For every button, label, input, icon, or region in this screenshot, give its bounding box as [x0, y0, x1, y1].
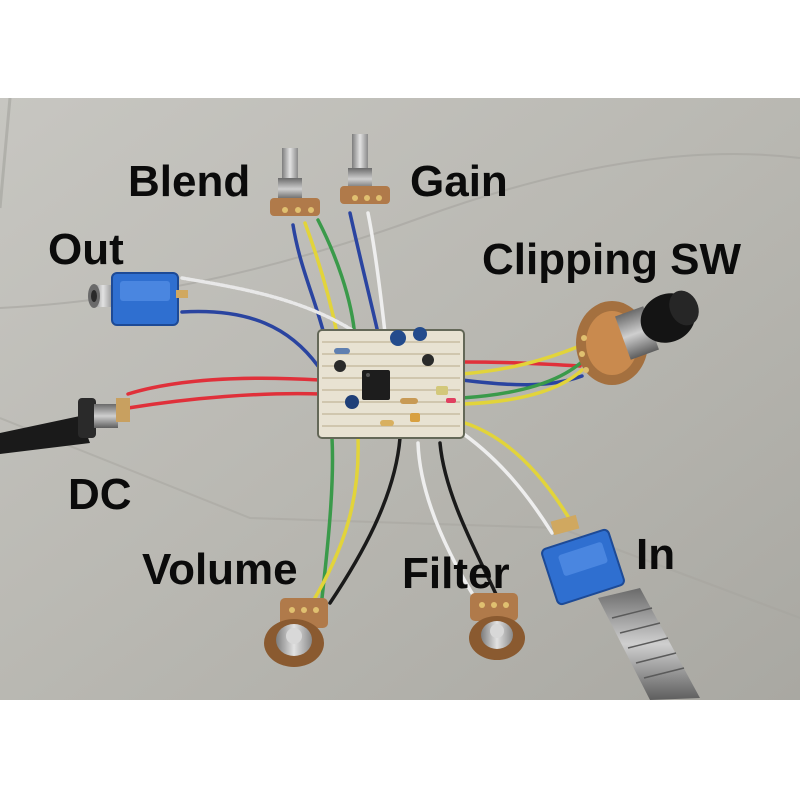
label-in: In [636, 530, 676, 579]
label-blend: Blend [128, 157, 251, 206]
pedal-wiring-photo [0, 98, 800, 700]
wire-yellow [310, 436, 360, 605]
wire-green [316, 218, 357, 340]
wire-blue [180, 309, 320, 368]
label-volume: Volume [142, 545, 298, 594]
blend-pot [270, 148, 320, 216]
wire-white [453, 426, 554, 535]
wire-green [320, 436, 335, 600]
capacitor [345, 395, 359, 409]
capacitor [436, 386, 448, 395]
wire-black [328, 436, 402, 605]
resistor [334, 348, 350, 354]
capacitor [334, 360, 346, 372]
wire-white [416, 441, 480, 605]
dc-jack [0, 398, 130, 454]
volume-pot [264, 598, 328, 667]
wire-red [126, 376, 322, 396]
label-dc: DC [68, 470, 132, 519]
label-gain: Gain [410, 157, 508, 206]
wire-white [180, 276, 354, 332]
label-filter: Filter [402, 549, 510, 598]
wire-blue [291, 223, 327, 340]
stripboard-circuit [317, 327, 465, 439]
capacitor [410, 413, 420, 422]
wire-red [126, 391, 324, 410]
capacitor [390, 330, 406, 346]
clipping-rotary-switch [576, 290, 699, 385]
label-clipping-sw: Clipping SW [482, 235, 742, 284]
wire-green [460, 358, 586, 400]
opamp-chip [362, 370, 390, 400]
wire-yellow [303, 221, 340, 340]
gain-pot [340, 134, 390, 204]
resistor [400, 398, 418, 404]
output-jack [88, 272, 188, 326]
wire-yellow [460, 344, 582, 376]
wire-white [366, 211, 387, 335]
input-jack [541, 514, 700, 700]
filter-pot [469, 593, 525, 660]
capacitor [413, 327, 427, 341]
surface-crack [0, 98, 12, 209]
diode [446, 398, 456, 403]
wire-yellow [460, 368, 584, 406]
capacitor [422, 354, 434, 366]
resistor [380, 420, 394, 426]
label-out: Out [48, 225, 124, 274]
surface-crack [0, 417, 800, 619]
wire-black [438, 441, 502, 605]
wire-yellow [463, 421, 574, 525]
wire-blue [348, 211, 380, 335]
